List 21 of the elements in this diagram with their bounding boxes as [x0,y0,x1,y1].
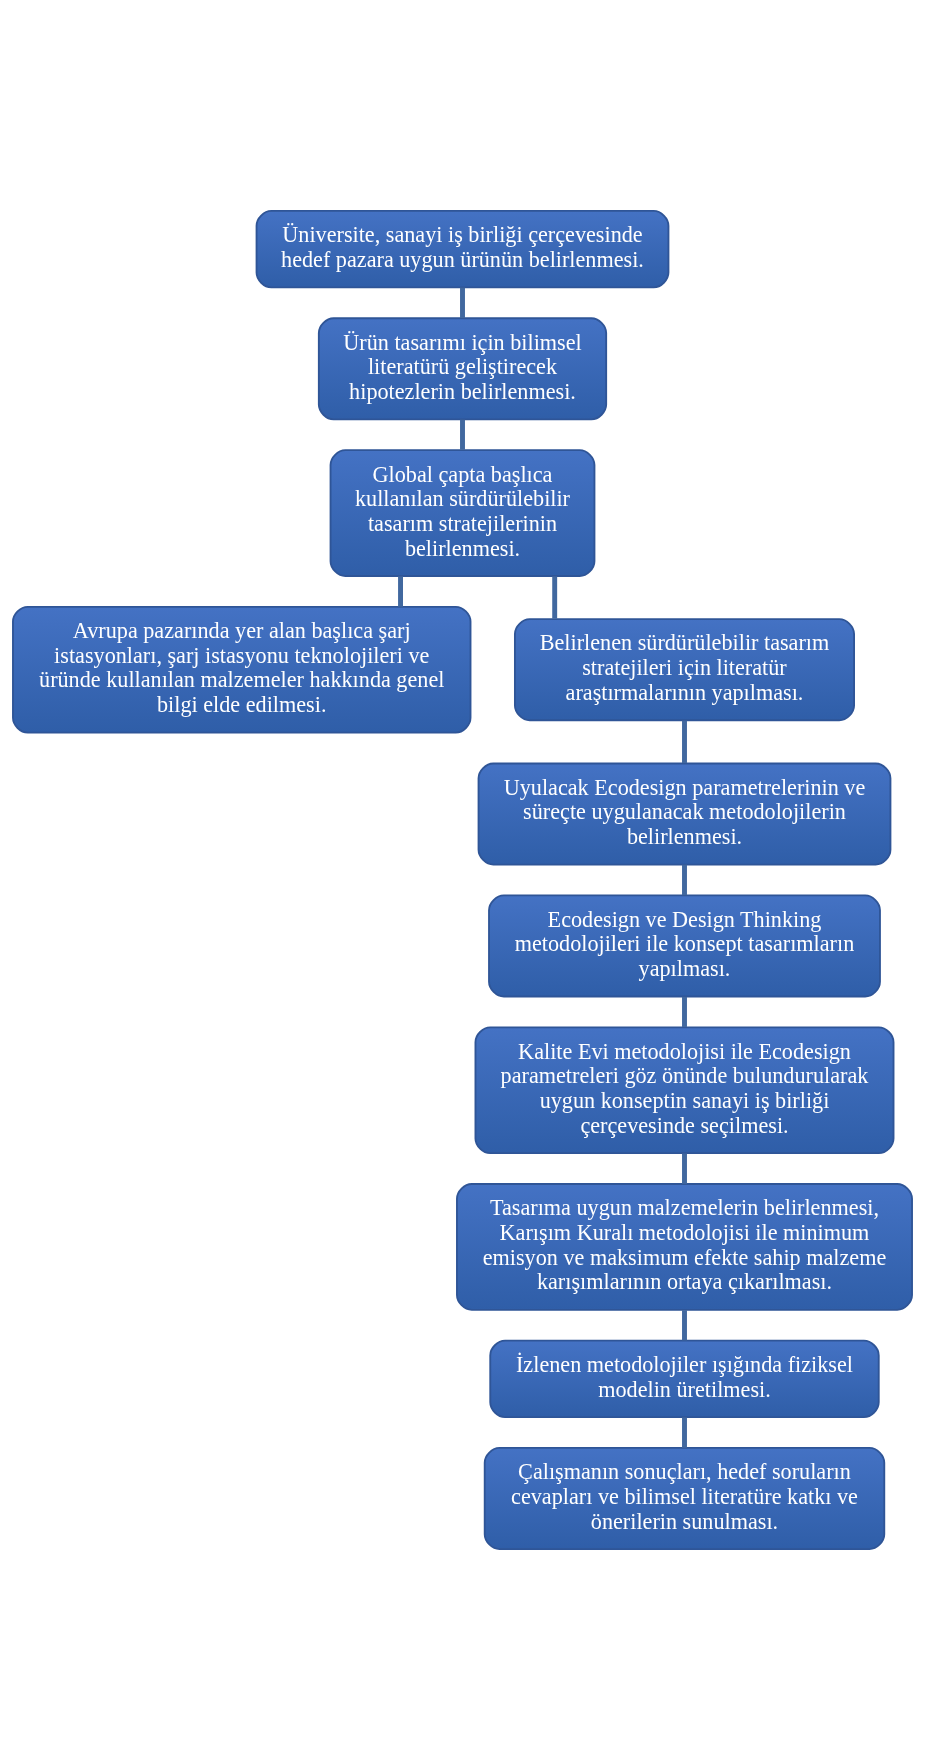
connector [460,419,465,450]
connector [682,720,687,764]
connector [682,1310,687,1341]
connector [682,996,687,1027]
connector [682,1153,687,1184]
connector [398,576,403,607]
connector [682,1417,687,1448]
node-box: Tasarıma uygun malzemelerin belirlenmesi, Karışım Kuralı metodolojisi ile minimum emisyon ve maksimum efekte sahip malzeme karışımlarının ortaya çıkarılması. [456,1183,913,1311]
node-box: İzlenen metodolojiler ışığında fiziksel modelin üretilmesi. [489,1339,880,1419]
connector [460,287,465,319]
connector [552,576,558,619]
connector [682,864,687,896]
node-box: Avrupa pazarında yer alan başlıca şarj istasyonları, şarj istasyonu teknolojileri ve üründe kullanılan malzemeler hakkında genel bilgi elde edilmesi. [12,605,472,734]
node-box: Üniversite, sanayi iş birliği çerçevesinde hedef pazara uygun ürünün belirlenmesi. [255,210,670,289]
node-box: Belirlenen sürdürülebilir tasarım stratejileri için literatür araştırmalarının yapılması. [514,618,855,722]
node-box: Ürün tasarımı için bilimsel literatürü geliştirecek hipotezlerin belirlenmesi. [317,317,608,421]
node-box: Kalite Evi metodolojisi ile Ecodesign parametreleri göz önünde bulundurularak uygun konseptin sanayi iş birliği çerçevesinde seçilmesi. [474,1026,895,1155]
node-box: Ecodesign ve Design Thinking metodolojileri ile konsept tasarımların yapılması. [488,894,881,998]
node-box: Global çapta başlıca kullanılan sürdürülebilir tasarım stratejilerinin belirlenmesi. [329,449,596,577]
node-box: Uyulacak Ecodesign parametrelerinin ve süreçte uygulanacak metodolojilerin belirlenmesi. [477,762,892,866]
node-box: Çalışmanın sonuçları, hedef soruların cevapları ve bilimsel literatüre katkı ve önerilerin sunulması. [483,1447,886,1550]
